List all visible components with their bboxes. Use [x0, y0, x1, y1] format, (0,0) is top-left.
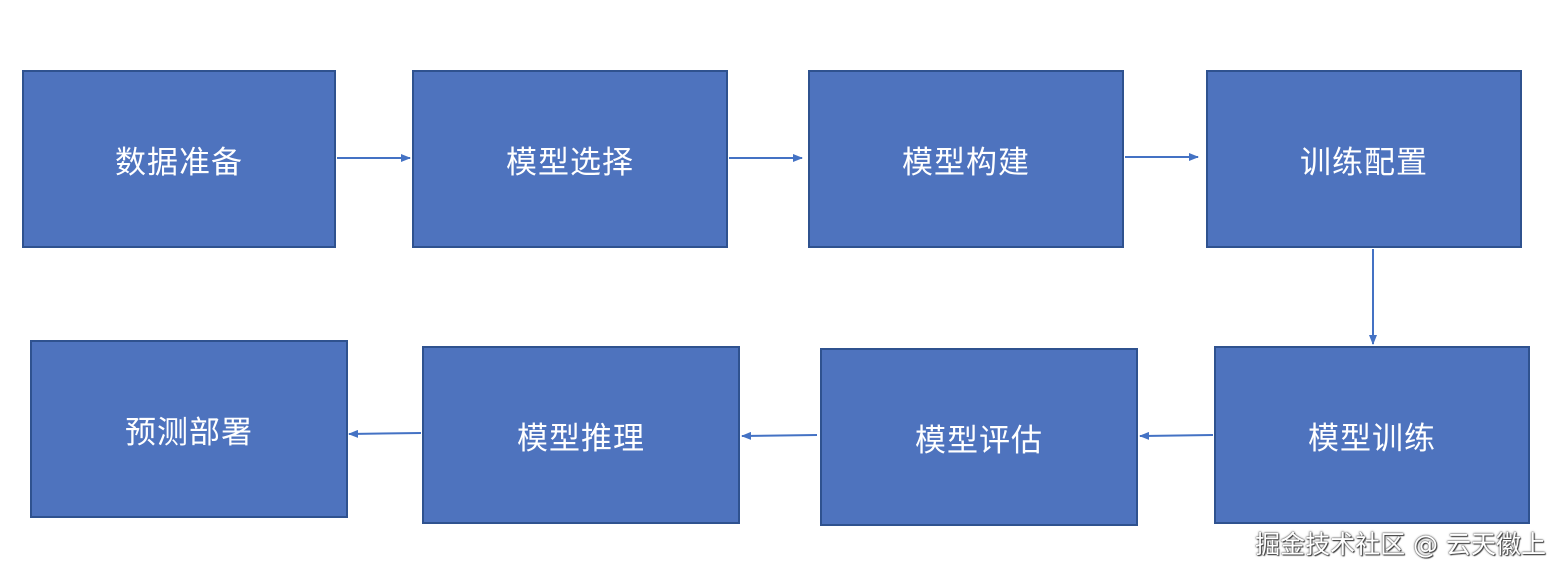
step-model-training: 模型训练 — [1214, 346, 1530, 524]
step-label: 模型构建 — [902, 144, 1030, 181]
arrow-6-to-7 — [741, 431, 818, 440]
arrow-5-to-6 — [1139, 431, 1214, 440]
step-training-config: 训练配置 — [1206, 70, 1522, 248]
step-model-selection: 模型选择 — [412, 70, 728, 248]
arrow-7-to-8 — [348, 429, 422, 438]
step-label: 模型评估 — [915, 422, 1043, 459]
step-model-inference: 模型推理 — [422, 346, 740, 524]
step-data-preparation: 数据准备 — [22, 70, 336, 248]
watermark: 掘金技术社区 @ 云天徽上 — [1255, 530, 1546, 559]
step-prediction-deployment: 预测部署 — [30, 340, 348, 518]
step-label: 预测部署 — [125, 414, 253, 451]
step-label: 模型选择 — [506, 144, 634, 181]
step-label: 训练配置 — [1300, 144, 1428, 181]
step-model-evaluation: 模型评估 — [820, 348, 1138, 526]
step-label: 模型推理 — [517, 420, 645, 457]
step-label: 模型训练 — [1308, 420, 1436, 457]
step-model-construction: 模型构建 — [808, 70, 1124, 248]
step-label: 数据准备 — [115, 144, 243, 181]
